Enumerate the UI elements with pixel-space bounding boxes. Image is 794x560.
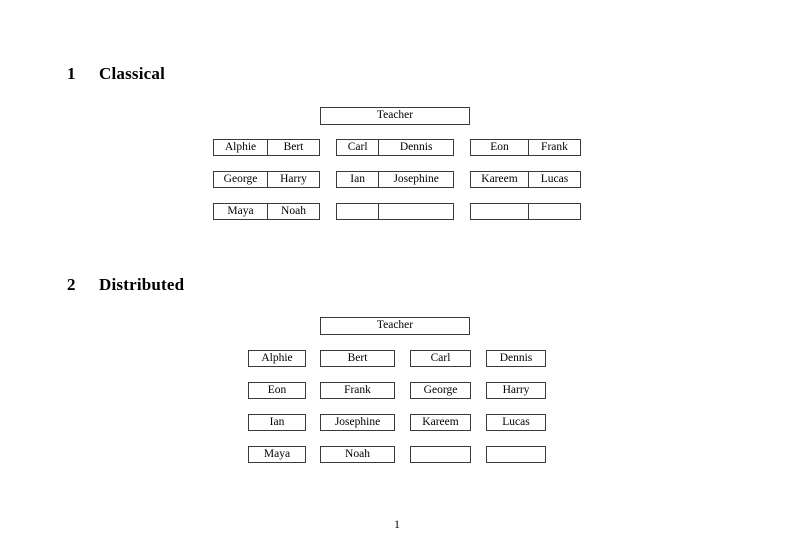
- distributed-cell: Ian: [248, 414, 306, 431]
- distributed-cell: Kareem: [410, 414, 471, 431]
- distributed-cell: Josephine: [320, 414, 395, 431]
- distributed-cell: Dennis: [486, 350, 546, 367]
- classical-pair-row: [470, 203, 581, 220]
- teacher-node-distributed: Teacher: [320, 317, 470, 335]
- classical-cell: Alphie: [224, 140, 257, 153]
- classical-cell: Bert: [266, 140, 319, 155]
- distributed-cell: Alphie: [248, 350, 306, 367]
- classical-cell: Lucas: [527, 172, 580, 187]
- classical-pair-row: [336, 203, 454, 220]
- classical-cell: Maya: [227, 204, 254, 217]
- distributed-cell: Eon: [248, 382, 306, 399]
- classical-cell: Frank: [527, 140, 580, 155]
- classical-cell: George: [223, 172, 258, 185]
- section-heading-classical: 1 Classical: [67, 64, 165, 84]
- section-title: Classical: [99, 64, 166, 83]
- classical-cell: Carl: [347, 140, 368, 153]
- classical-pair-row: Ian Josephine: [336, 171, 454, 188]
- distributed-cell: [410, 446, 471, 463]
- teacher-node-classical: Teacher: [320, 107, 470, 125]
- page-number: 1: [394, 519, 400, 531]
- classical-cell: Eon: [490, 140, 509, 153]
- distributed-cell: Noah: [320, 446, 395, 463]
- classical-pair-row: Carl Dennis: [336, 139, 454, 156]
- distributed-cell: [486, 446, 546, 463]
- distributed-cell: Frank: [320, 382, 395, 399]
- classical-pair-row: Kareem Lucas: [470, 171, 581, 188]
- classical-pair-row: Eon Frank: [470, 139, 581, 156]
- classical-cell: [527, 204, 580, 219]
- distributed-cell: Harry: [486, 382, 546, 399]
- distributed-cell: Maya: [248, 446, 306, 463]
- classical-cell: Ian: [350, 172, 365, 185]
- distributed-cell: Lucas: [486, 414, 546, 431]
- classical-cell: Noah: [266, 204, 319, 219]
- section-title: Distributed: [99, 275, 185, 294]
- classical-pair-row: Alphie Bert: [213, 139, 320, 156]
- classical-cell: Dennis: [378, 140, 453, 155]
- classical-pair-row: Maya Noah: [213, 203, 320, 220]
- distributed-cell: Bert: [320, 350, 395, 367]
- distributed-cell: Carl: [410, 350, 471, 367]
- classical-pair-row: George Harry: [213, 171, 320, 188]
- section-heading-distributed: 2 Distributed: [67, 275, 184, 295]
- classical-cell: Harry: [266, 172, 319, 187]
- classical-cell: [337, 204, 378, 219]
- classical-cell: Kareem: [481, 172, 518, 185]
- classical-cell: Josephine: [378, 172, 453, 187]
- classical-cell: [471, 204, 528, 219]
- distributed-cell: George: [410, 382, 471, 399]
- section-number: 2: [67, 275, 76, 294]
- classical-cell: [378, 204, 453, 219]
- section-number: 1: [67, 64, 76, 83]
